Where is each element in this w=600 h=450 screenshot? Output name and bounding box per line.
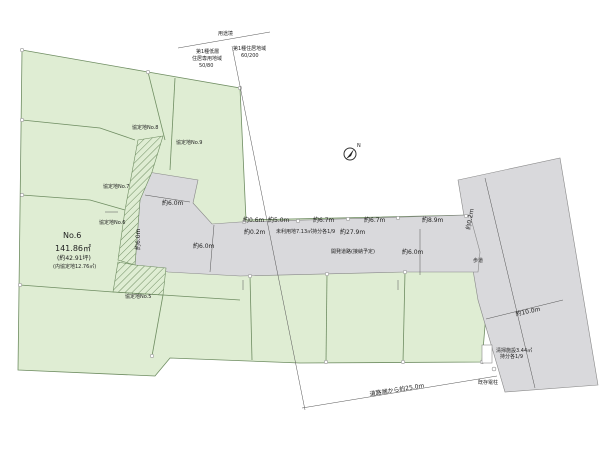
zoning-boundary-line [231, 45, 306, 411]
east-zone-1: 第1種住居地域 [233, 45, 266, 52]
agreement-strip-lower [112, 261, 167, 296]
dim-13: 約0.2m [464, 208, 476, 231]
compass-icon: N [343, 143, 361, 161]
east-road [457, 157, 599, 393]
dim-9: 約6.7m [364, 216, 386, 224]
east-zone-2: 60/200 [241, 53, 259, 59]
garbage-label-2: 持分各1/9 [500, 353, 523, 360]
dim-12: 約6.0m [402, 248, 424, 256]
lot-lines [19, 71, 406, 363]
svg-text:N: N [357, 143, 361, 149]
dim-5: 約0.6m [243, 216, 265, 224]
zoning-arrow [177, 31, 271, 49]
lot-tsubo: (約42.91坪) [57, 254, 91, 262]
dim-2: 約6.0m [134, 228, 142, 250]
zoning-boundary-label: 用途境 [218, 30, 233, 37]
dim-3: 約6.0m [193, 242, 215, 250]
sidewalk-line [484, 177, 536, 389]
development-road [134, 171, 481, 277]
agreement-label-8: 協定地No.8 [132, 124, 158, 131]
lot-note: (内協定地12.76㎡) [53, 263, 96, 270]
dim-1: 約6.0m [162, 199, 184, 207]
dim-10: 約8.9m [422, 216, 444, 224]
west-zone-2: 住居専用地域 [192, 55, 222, 62]
agreement-label-9: 協定地No.9 [176, 139, 202, 146]
lot-number: No.6 [63, 231, 81, 240]
garbage-label-1: 清掃施設3.44㎡ [496, 347, 532, 354]
dim-6: 約0.2m [244, 228, 266, 236]
lot-area: 141.86㎡ [55, 244, 91, 253]
utility-pole-icon [491, 366, 497, 372]
drain-arrow-icons [105, 211, 399, 290]
agreement-label-5: 協定地No.5 [125, 293, 151, 300]
sidewalk-label: 歩道 [473, 257, 483, 264]
pole-label: 既存電柱 [478, 379, 498, 386]
lots-area [17, 49, 489, 377]
unused-land-label: 未利用地7.13㎡持分各1/9 [276, 228, 335, 235]
dim-7: 約5.0m [268, 216, 290, 224]
agreement-label-6: 協定地No.6 [99, 219, 125, 226]
garbage-facility [481, 344, 493, 364]
dim-8: 約6.7m [313, 216, 335, 224]
west-zone-1: 第1種低層 [196, 48, 219, 55]
agreement-label-7: 協定地No.7 [103, 183, 129, 190]
dim-11: 約27.9m [340, 228, 365, 236]
west-zone-3: 50/80 [199, 63, 213, 69]
agreement-strip-upper [117, 135, 164, 266]
dim-15: 道路端から約25.0m [369, 381, 425, 398]
dev-road-label: 開発道路(接納予定) [331, 248, 375, 255]
